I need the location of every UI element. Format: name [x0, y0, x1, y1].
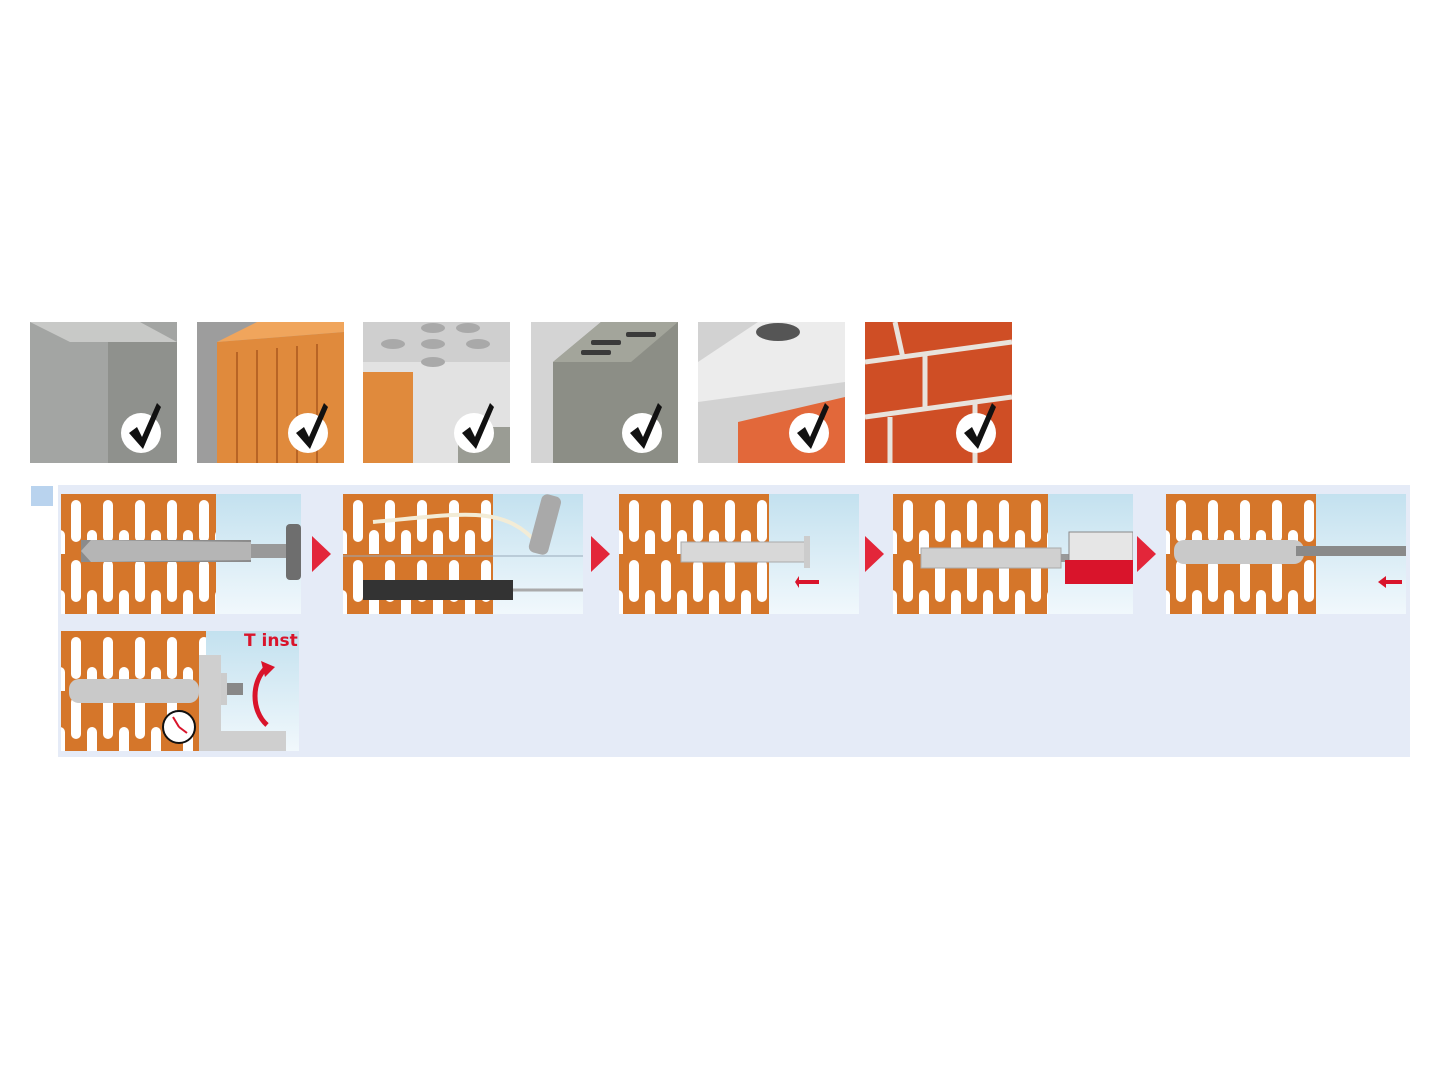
step-insert-rod: [1166, 494, 1406, 614]
checkmark-icon: [956, 403, 996, 453]
next-arrow-icon: [312, 536, 331, 572]
next-arrow-icon: [1137, 536, 1156, 572]
step-clean: [343, 494, 583, 614]
checkmark-icon: [288, 403, 328, 453]
material-solid-brick: [865, 322, 1012, 463]
installation-icon: [31, 486, 53, 506]
checkmark-icon: [789, 403, 829, 453]
checkmark-icon: [121, 403, 161, 453]
material-sand-lime-brick: [363, 322, 510, 463]
torque-label: T inst: [244, 631, 298, 651]
step-cure-and-torque: T inst: [61, 631, 299, 751]
material-lightweight-block: [531, 322, 678, 463]
next-arrow-icon: [865, 536, 884, 572]
checkmark-icon: [454, 403, 494, 453]
material-aerated-concrete: [698, 322, 845, 463]
step-drill: [61, 494, 301, 614]
material-perforated-clay-brick: [197, 322, 344, 463]
checkmark-icon: [622, 403, 662, 453]
next-arrow-icon: [591, 536, 610, 572]
material-concrete: [30, 322, 177, 463]
step-insert-sleeve: [619, 494, 859, 614]
step-inject-mortar: [893, 494, 1133, 614]
